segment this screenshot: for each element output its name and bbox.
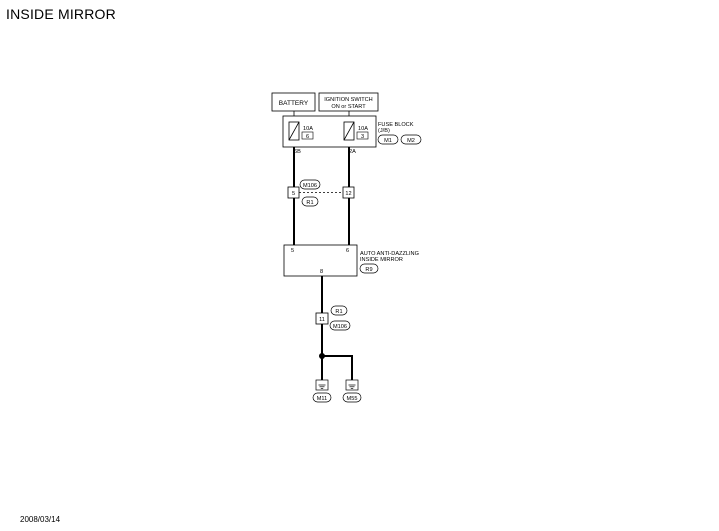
joint-connector-lower: 11 <box>315 312 329 325</box>
ground-icon <box>315 379 329 391</box>
ignition-switch-label-1: IGNITION SWITCH <box>324 97 372 103</box>
svg-text:M2: M2 <box>407 138 415 144</box>
connector-m1: M1 <box>377 134 399 145</box>
footer-date: 2008/03/14 <box>20 515 61 524</box>
fuse-left-terminal: 6B <box>294 149 301 155</box>
ground-icon <box>345 379 359 391</box>
svg-text:M55: M55 <box>347 396 358 402</box>
connector-m106-lower: M106 <box>329 320 351 331</box>
battery-box: BATTERY <box>271 92 316 112</box>
mirror-pin-bottom: 8 <box>320 269 323 275</box>
connector-m2: M2 <box>400 134 422 145</box>
connector-m11: M11 <box>312 392 332 403</box>
fuse-left-symbol <box>288 121 300 141</box>
svg-text:R1: R1 <box>335 309 342 315</box>
joint-connector-upper: 5 12 <box>287 186 355 199</box>
fuse-left-rating: 10A <box>303 126 313 132</box>
fuse-block: 10A 6 10A 3 <box>282 115 377 148</box>
fuse-left-number: 6 <box>306 134 309 140</box>
fuse-block-sub-label: (J/B) <box>378 128 390 134</box>
ignition-switch-label-2: ON or START <box>331 104 366 110</box>
svg-text:M11: M11 <box>317 396 327 402</box>
connector-m55: M55 <box>342 392 362 403</box>
connector-r1-lower: R1 <box>330 305 348 316</box>
mirror-label-1: AUTO ANTI-DAZZLING <box>360 251 419 257</box>
svg-text:M106: M106 <box>333 324 347 330</box>
connector-r1-upper: R1 <box>301 196 319 207</box>
fuse-block-label: FUSE BLOCK <box>378 122 414 128</box>
mirror-label-2: INSIDE MIRROR <box>360 257 403 263</box>
ignition-switch-box: IGNITION SWITCH ON or START <box>318 92 379 112</box>
connector-r9: R9 <box>359 263 379 274</box>
mirror-pin-right: 6 <box>346 248 349 254</box>
svg-text:R1: R1 <box>306 200 313 206</box>
battery-label: BATTERY <box>279 100 309 107</box>
fuse-right-rating: 10A <box>358 126 368 132</box>
connector-m106-upper: M106 <box>299 179 321 190</box>
svg-text:M1: M1 <box>384 138 392 144</box>
mirror-pin-left: 5 <box>291 248 294 254</box>
page-title: INSIDE MIRROR <box>6 6 116 22</box>
fuse-right-terminal: 2A <box>349 149 356 155</box>
svg-text:M106: M106 <box>303 183 317 189</box>
fuse-right-number: 3 <box>361 134 364 140</box>
joint-upper-left-pin: 5 <box>292 191 295 197</box>
inside-mirror-box: 5 6 8 <box>283 244 358 277</box>
svg-text:R9: R9 <box>365 267 372 273</box>
joint-lower-pin: 11 <box>319 317 325 323</box>
fuse-right-symbol <box>343 121 355 141</box>
joint-upper-right-pin: 12 <box>345 191 351 197</box>
